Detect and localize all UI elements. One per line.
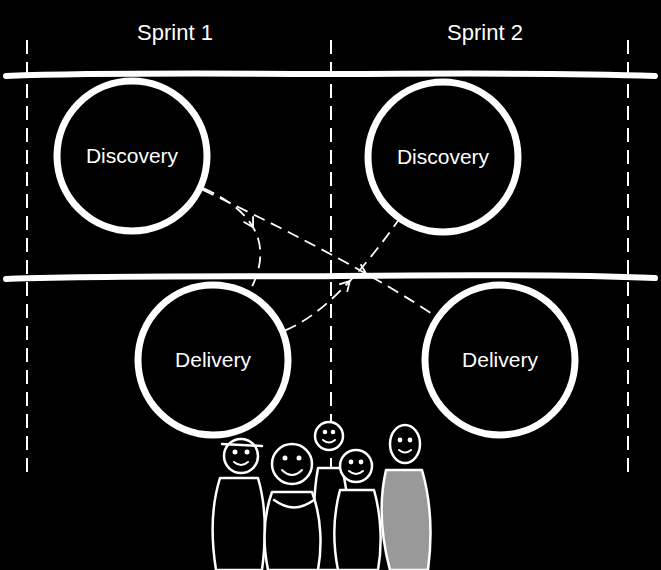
circle-shape <box>138 285 288 435</box>
eye <box>360 461 363 464</box>
person-head <box>272 444 312 484</box>
smile <box>234 462 248 465</box>
eye <box>350 461 353 464</box>
eye <box>409 439 412 442</box>
sprint-label: Sprint 1 <box>137 20 213 46</box>
phase-name: Delivery <box>462 348 538 372</box>
phase-circle: Delivery <box>133 280 293 440</box>
eye <box>246 451 249 454</box>
eye <box>298 457 301 460</box>
phase-name: Delivery <box>175 348 251 372</box>
person-body <box>335 490 381 570</box>
person-body <box>213 478 265 570</box>
eye <box>324 431 327 434</box>
sprint-divider <box>627 40 629 475</box>
discovery-track <box>6 74 655 77</box>
dashed-flow <box>203 188 260 291</box>
arrowhead <box>244 216 254 227</box>
person-cap <box>222 444 262 446</box>
sprint-divider <box>26 40 28 475</box>
phase-circle: Discovery <box>363 77 523 237</box>
eye <box>332 431 335 434</box>
person-head <box>340 450 372 482</box>
smile <box>323 440 335 443</box>
person-head <box>390 425 420 463</box>
phase-circle: Discovery <box>52 76 212 236</box>
dashed-flow <box>285 221 398 331</box>
smile <box>282 470 302 475</box>
arrowhead <box>339 281 350 292</box>
phase-circle: Delivery <box>420 280 580 440</box>
person-body <box>382 470 431 570</box>
eye <box>234 451 237 454</box>
sprint-label: Sprint 2 <box>447 20 523 46</box>
person-head <box>315 422 343 450</box>
sprint-divider <box>330 40 332 475</box>
delivery-track <box>6 275 655 279</box>
eye <box>399 439 402 442</box>
circle-shape <box>57 81 207 231</box>
phase-name: Discovery <box>397 145 489 169</box>
person-arms <box>274 500 314 508</box>
phase-name: Discovery <box>86 144 178 168</box>
smile <box>399 450 411 453</box>
circle-shape <box>368 82 518 232</box>
flow-line <box>203 188 260 291</box>
flow-line <box>285 221 398 331</box>
circle-shape <box>425 285 575 435</box>
person-body <box>265 492 321 570</box>
eye <box>284 457 287 460</box>
smile <box>349 471 363 474</box>
